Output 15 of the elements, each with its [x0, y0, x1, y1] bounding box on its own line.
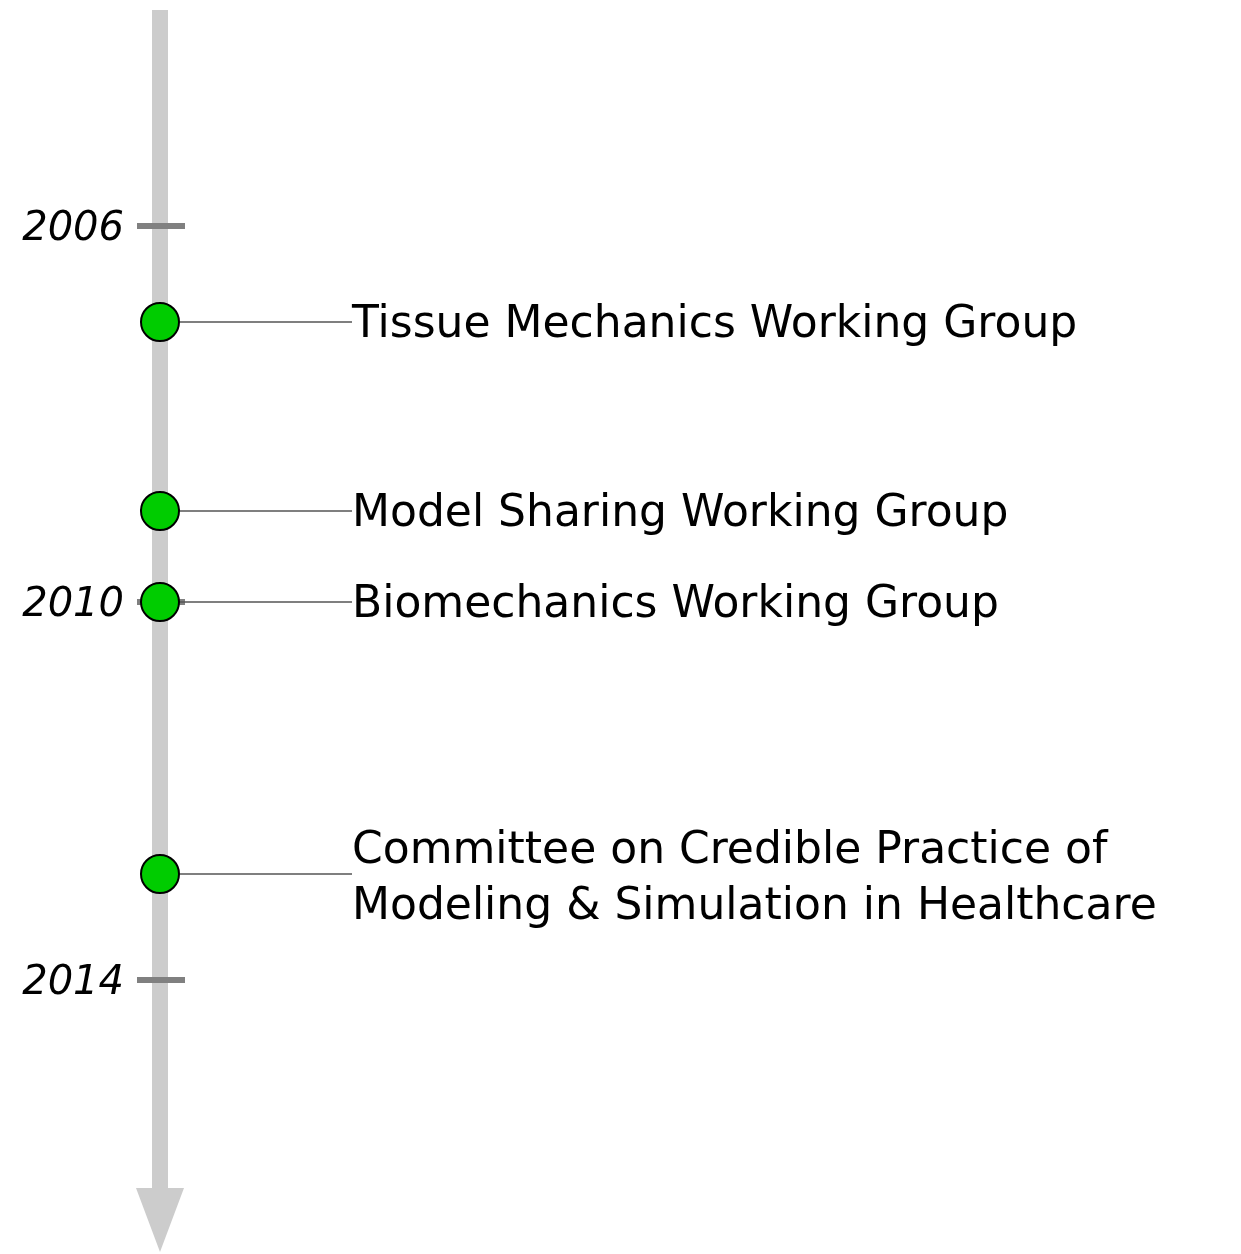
event-dot: [140, 491, 180, 531]
leader-line: [179, 601, 353, 603]
year-label: 2010: [21, 578, 124, 626]
event-label: Tissue Mechanics Working Group: [352, 294, 1078, 350]
leader-line: [179, 321, 353, 323]
event-dot: [140, 302, 180, 342]
event-label: Committee on Credible Practice of Modeling & Simulation in Healthcare: [352, 820, 1232, 932]
year-label: 2006: [21, 202, 124, 250]
event-label: Biomechanics Working Group: [352, 574, 999, 630]
year-label: 2014: [21, 956, 124, 1004]
event-dot: [140, 582, 180, 622]
leader-line: [179, 873, 353, 875]
event-dot: [140, 854, 180, 894]
event-label: Model Sharing Working Group: [352, 483, 1009, 539]
leader-line: [179, 510, 353, 512]
